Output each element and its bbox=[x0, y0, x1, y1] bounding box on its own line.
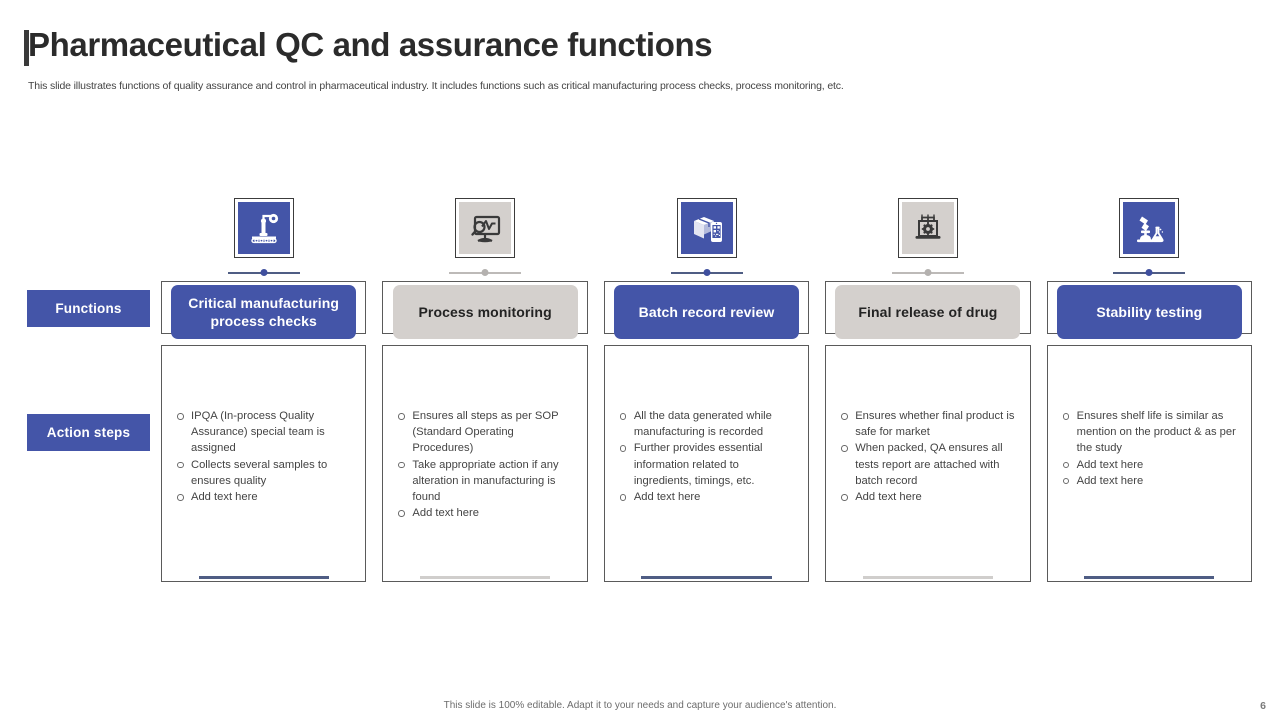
icon-tile bbox=[233, 198, 294, 258]
connector-dot bbox=[924, 269, 932, 276]
function-column: Critical manufacturing process checks IP… bbox=[161, 190, 367, 582]
factory-robot-arm-icon bbox=[237, 202, 290, 254]
function-column: Batch record review All the data generat… bbox=[603, 190, 810, 582]
icon-tile bbox=[1119, 198, 1180, 258]
card-accent-bar bbox=[862, 576, 993, 579]
list-item[interactable]: Add text here bbox=[397, 505, 574, 521]
connector-dot bbox=[481, 269, 489, 276]
side-label-action-steps: Action steps bbox=[27, 414, 150, 451]
connector-line bbox=[1113, 268, 1186, 277]
card-accent-bar bbox=[198, 576, 329, 579]
list-item[interactable]: Add text here bbox=[619, 489, 796, 505]
function-header-badge[interactable]: Final release of drug bbox=[835, 285, 1021, 339]
microscope-flask-icon bbox=[1123, 202, 1176, 254]
action-steps-list: Ensures whether final product is safe fo… bbox=[826, 346, 1029, 505]
connector-line bbox=[670, 268, 743, 277]
action-steps-list: Ensures all steps as per SOP (Standard O… bbox=[383, 346, 586, 522]
card-accent-bar bbox=[420, 576, 551, 579]
list-item[interactable]: Add text here bbox=[176, 489, 353, 505]
list-item[interactable]: Further provides essential information r… bbox=[619, 440, 796, 489]
connector-line bbox=[449, 268, 522, 277]
action-steps-list: Ensures shelf life is similar as mention… bbox=[1048, 346, 1251, 489]
action-steps-list: All the data generated while manufacturi… bbox=[605, 346, 808, 505]
list-item[interactable]: Add text here bbox=[1062, 473, 1239, 489]
list-item[interactable]: Add text here bbox=[840, 489, 1017, 505]
connector-line bbox=[227, 268, 300, 277]
connector-dot bbox=[703, 269, 711, 276]
list-item[interactable]: Ensures all steps as per SOP (Standard O… bbox=[397, 408, 574, 457]
connector-dot bbox=[1145, 269, 1153, 276]
functions-columns: Critical manufacturing process checks IP… bbox=[161, 190, 1253, 582]
footer-note: This slide is 100% editable. Adapt it to… bbox=[443, 700, 837, 711]
function-column: Final release of drug Ensures whether fi… bbox=[825, 190, 1031, 582]
page-title: Pharmaceutical QC and assurance function… bbox=[28, 26, 713, 63]
card-accent-bar bbox=[641, 576, 772, 579]
function-header-badge[interactable]: Stability testing bbox=[1056, 285, 1242, 339]
side-label-functions: Functions bbox=[27, 290, 150, 327]
list-item[interactable]: All the data generated while manufacturi… bbox=[619, 408, 796, 440]
function-column: Process monitoring Ensures all steps as … bbox=[382, 190, 588, 582]
list-item[interactable]: Ensures shelf life is similar as mention… bbox=[1062, 408, 1239, 457]
page-subtitle: This slide illustrates functions of qual… bbox=[28, 80, 844, 92]
list-item[interactable]: IPQA (In-process Quality Assurance) spec… bbox=[176, 408, 353, 457]
list-item[interactable]: Collects several samples to ensures qual… bbox=[176, 457, 353, 489]
page-number: 6 bbox=[1260, 700, 1266, 712]
action-steps-list: IPQA (In-process Quality Assurance) spec… bbox=[162, 346, 365, 505]
laptop-gear-settings-icon bbox=[901, 202, 954, 254]
box-phone-qr-scan-icon bbox=[680, 202, 733, 254]
connector-dot bbox=[260, 269, 268, 276]
list-item[interactable]: Ensures whether final product is safe fo… bbox=[840, 408, 1017, 440]
title-accent-bar bbox=[24, 30, 29, 66]
action-steps-card: Ensures all steps as per SOP (Standard O… bbox=[382, 345, 588, 582]
side-label-action-steps-text: Action steps bbox=[46, 425, 131, 440]
side-label-functions-text: Functions bbox=[55, 301, 122, 316]
action-steps-card: IPQA (In-process Quality Assurance) spec… bbox=[161, 345, 367, 582]
action-steps-card: All the data generated while manufacturi… bbox=[603, 345, 810, 582]
card-accent-bar bbox=[1084, 576, 1215, 579]
list-item[interactable]: Take appropriate action if any alteratio… bbox=[397, 457, 574, 506]
icon-tile bbox=[676, 198, 737, 258]
function-column: Stability testing Ensures shelf life is … bbox=[1046, 190, 1253, 582]
function-header-badge[interactable]: Critical manufacturing process checks bbox=[171, 285, 357, 339]
function-header-badge[interactable]: Batch record review bbox=[614, 285, 799, 339]
function-header-badge[interactable]: Process monitoring bbox=[392, 285, 578, 339]
monitor-magnifier-waveform-icon bbox=[459, 202, 512, 254]
icon-tile bbox=[897, 198, 958, 258]
connector-line bbox=[891, 268, 964, 277]
action-steps-card: Ensures shelf life is similar as mention… bbox=[1046, 345, 1253, 582]
action-steps-card: Ensures whether final product is safe fo… bbox=[825, 345, 1031, 582]
list-item[interactable]: When packed, QA ensures all tests report… bbox=[840, 440, 1017, 489]
icon-tile bbox=[455, 198, 516, 258]
list-item[interactable]: Add text here bbox=[1062, 457, 1239, 473]
